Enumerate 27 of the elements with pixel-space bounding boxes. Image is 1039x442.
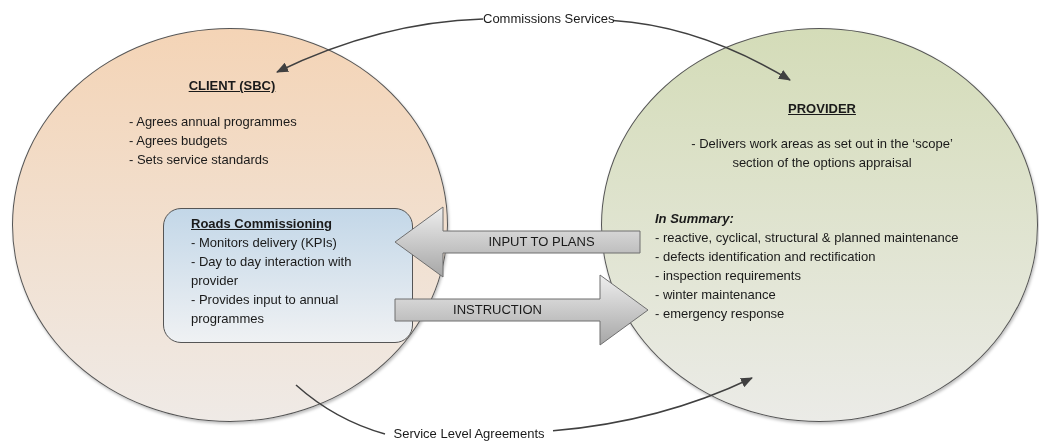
process-box	[163, 208, 413, 343]
heading: PROVIDER	[787, 100, 857, 118]
subheading: In Summary:	[655, 210, 735, 228]
curved-line	[295, 384, 386, 435]
curved-arrow	[276, 18, 484, 73]
curved-arrow	[612, 19, 791, 81]
edge-label: INSTRUCTION	[453, 302, 542, 318]
annotation-text: Commissions Services	[483, 11, 613, 27]
bullet-text: - Delivers work areas as set out in the ‘scope’ section of the options appraisal	[690, 135, 954, 172]
bullet-text: - emergency response	[655, 305, 786, 323]
bullet-text: - winter maintenance	[655, 286, 777, 304]
bullet-text: - Sets service standards	[129, 151, 270, 169]
block-arrow	[394, 206, 641, 278]
curved-arrow	[552, 377, 753, 432]
block-arrow	[394, 274, 649, 346]
bullet-text: - Agrees annual programmes	[129, 113, 298, 131]
bullet-text: - inspection requirements	[655, 267, 802, 285]
heading: Roads Commissioning	[191, 215, 333, 233]
bullet-text: - Day to day interaction with provider	[191, 253, 353, 290]
edge-label: INPUT TO PLANS	[488, 234, 595, 250]
heading: CLIENT (SBC)	[187, 77, 277, 95]
annotation-text: Service Level Agreements	[385, 426, 553, 442]
bullet-text: - Agrees budgets	[129, 132, 229, 150]
bullet-text: - defects identification and rectification	[655, 248, 877, 266]
bullet-text: - reactive, cyclical, structural & planned maintenance	[655, 229, 960, 247]
bullet-text: - Monitors delivery (KPIs)	[191, 234, 338, 252]
bullet-text: - Provides input to annual programmes	[191, 291, 340, 328]
